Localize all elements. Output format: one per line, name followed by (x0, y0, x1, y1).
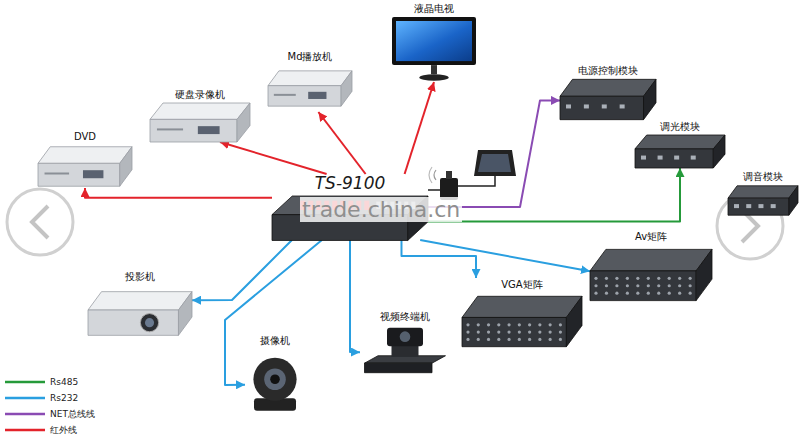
signal-connector (401, 240, 476, 278)
device-label: TS-9100 (272, 174, 428, 194)
legend-line-sample (4, 426, 46, 434)
lcd-tv: 液晶电视 (388, 2, 480, 82)
av-matrix: Av矩阵 (590, 230, 712, 305)
camera: 摄像机 (245, 334, 305, 412)
watermark: trade.china.cn (300, 197, 462, 222)
signal-connector (85, 188, 272, 198)
device-label: 摄像机 (245, 334, 305, 347)
dvd-player-picture (38, 145, 132, 188)
signal-connector (192, 240, 292, 300)
device-label: 电源控制模块 (560, 64, 656, 77)
signal-connector (220, 142, 327, 174)
legend: Rs485Rs232NET总线线红外线 (4, 374, 95, 438)
legend-row: Rs232 (4, 390, 95, 406)
camera-picture (245, 349, 305, 412)
device-label: 调音模块 (728, 170, 798, 183)
device-label: Md播放机 (268, 50, 352, 63)
device-label: 硬盘录像机 (150, 88, 250, 101)
legend-row: NET总线线 (4, 406, 95, 422)
lcd-tv-picture (388, 17, 480, 82)
signal-connector (428, 100, 560, 207)
touch-panel (458, 150, 516, 186)
av-matrix-picture (590, 245, 712, 305)
dimmer-module: 调光模块 (635, 120, 725, 168)
power-module: 电源控制模块 (560, 64, 656, 120)
legend-row: 红外线 (4, 422, 95, 438)
legend-text: Rs485 (50, 377, 78, 387)
md-player-picture (268, 65, 352, 112)
legend-text: Rs232 (50, 393, 78, 403)
legend-text: NET总线线 (50, 408, 95, 421)
legend-line-sample (4, 394, 46, 402)
device-label: DVD (38, 130, 132, 143)
device-label: Av矩阵 (590, 230, 712, 243)
signal-connector (350, 240, 360, 352)
projector-picture (88, 285, 192, 342)
power-module-picture (560, 79, 656, 120)
audio-module-picture (728, 185, 798, 216)
audio-module: 调音模块 (728, 170, 798, 216)
nav-circle-left (7, 189, 73, 255)
hdd-recorder: 硬盘录像机 (150, 88, 250, 142)
legend-line-sample (4, 410, 46, 418)
projector: 投影机 (88, 270, 192, 342)
dimmer-module-picture (635, 135, 725, 168)
legend-row: Rs485 (4, 374, 95, 390)
device-label: 液晶电视 (388, 2, 480, 15)
device-label: 视频终端机 (360, 310, 450, 323)
device-label: 调光模块 (635, 120, 725, 133)
signal-connector (428, 168, 680, 222)
vga-matrix: VGA矩阵 (462, 278, 582, 350)
wireless-transmitter (428, 167, 458, 200)
video-terminal-picture (360, 325, 450, 378)
legend-line-sample (4, 378, 46, 386)
device-label: VGA矩阵 (462, 278, 582, 291)
md-player: Md播放机 (268, 50, 352, 112)
hdd-recorder-picture (150, 103, 250, 142)
signal-connector (318, 112, 365, 174)
vga-matrix-picture (462, 293, 582, 350)
signal-connector (405, 82, 434, 174)
video-terminal: 视频终端机 (360, 310, 450, 378)
dvd-player: DVD (38, 130, 132, 188)
device-label: 投影机 (88, 270, 192, 283)
legend-text: 红外线 (50, 424, 77, 437)
